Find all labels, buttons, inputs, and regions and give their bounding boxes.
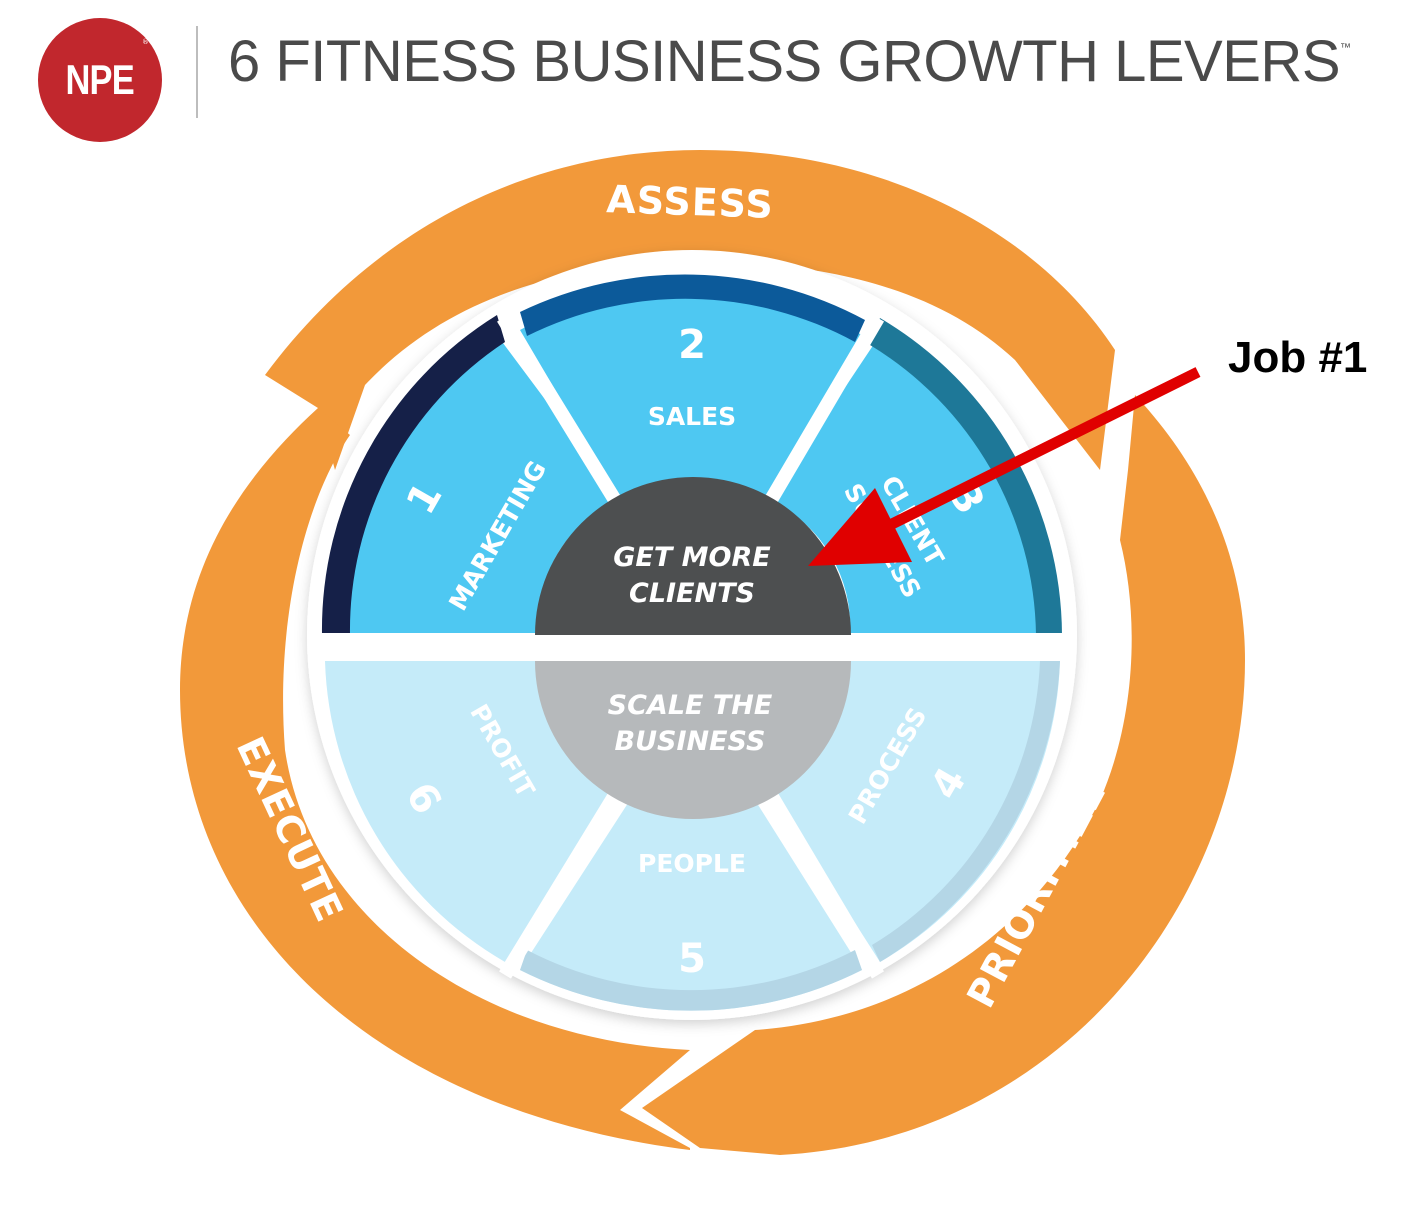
lever-5-label: PEOPLE [638,849,746,878]
lever-4-segment [770,661,1060,962]
bottom-levers [325,661,1060,1011]
assess-arrow [265,150,1115,470]
separator-1-2 [497,314,624,509]
prioritize-arrow [642,395,1245,1155]
registered-mark: ® [142,38,149,46]
page-title: 6 FITNESS BUSINESS GROWTH LEVERS [228,29,1341,94]
lever-5-number: 5 [678,936,706,982]
lever-4-rim [872,661,1060,962]
callout-arrow [808,367,1201,566]
hub-bottom-line2: BUSINESS [615,726,766,757]
separator-2-3 [761,314,885,509]
lever-1-segment [322,335,620,635]
wheel-divider [310,633,1074,661]
cycle-ring [180,150,1245,1155]
assess-label: ASSESS [606,177,775,227]
callout-label: Job #1 [1228,333,1367,382]
lever-2-segment [520,287,862,500]
separator-6-5 [499,786,624,979]
header-divider [196,26,198,118]
lever-2-rim [520,274,865,342]
hub-top-line2: CLIENTS [629,578,755,609]
trademark-mark: ™ [1340,42,1351,54]
separator-5-4 [761,786,885,979]
execute-arrow [180,408,690,1150]
lever-2-label: SALES [648,402,736,431]
hub-bottom-line1: SCALE THE [608,690,773,721]
lever-1-rim [321,315,505,635]
lever-6-segment [325,661,615,962]
lever-2-number: 2 [678,322,706,368]
hub-bottom [535,661,851,819]
npe-logo: NPE [38,18,162,142]
hub [535,477,851,819]
logo-text: NPE [65,56,135,103]
hub-top [535,477,851,635]
lever-5-rim [520,950,862,1011]
lever-5-segment [520,800,862,1011]
lever-3-rim [870,318,1062,635]
hub-top-line1: GET MORE [613,542,771,573]
header: NPE ® 6 FITNESS BUSINESS GROWTH LEVERS ™ [0,0,1410,142]
